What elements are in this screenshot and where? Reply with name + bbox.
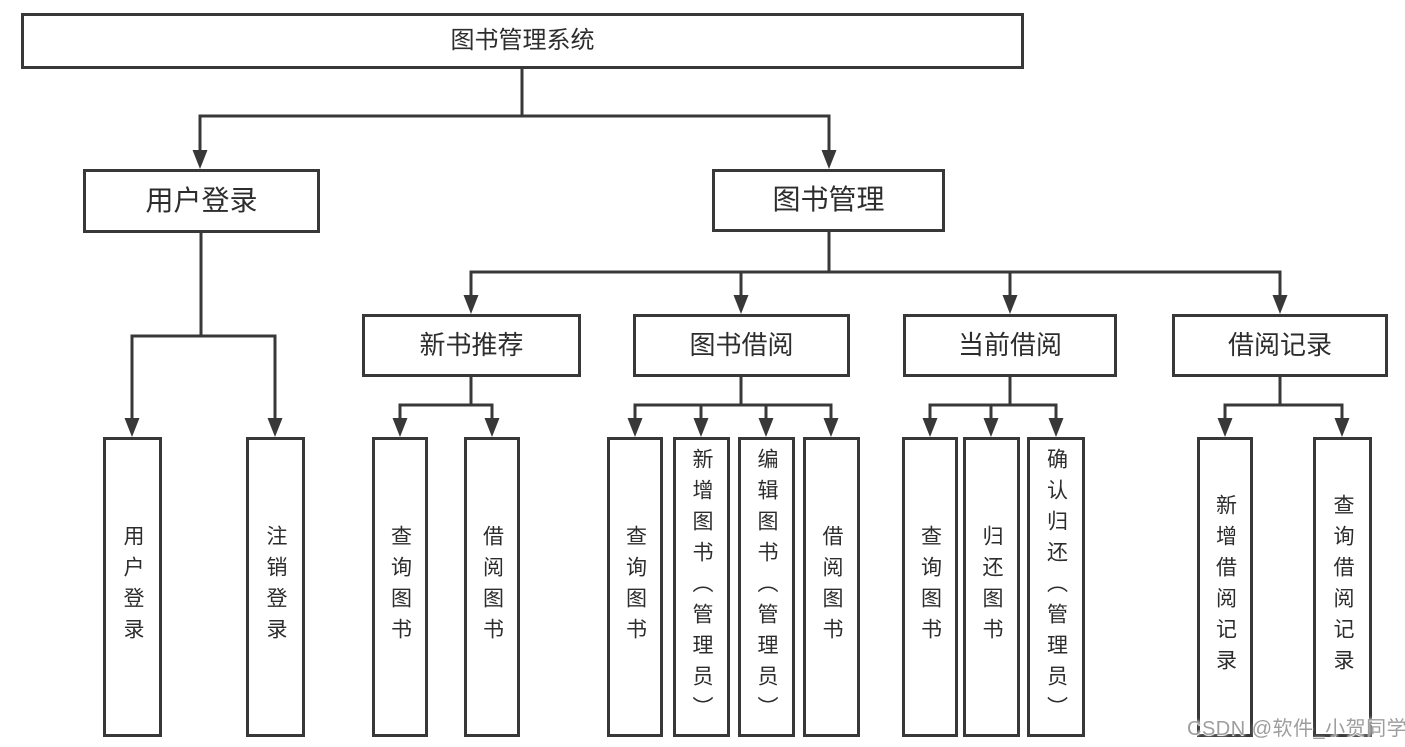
leaf-user-login-label: 用户登录	[121, 525, 144, 649]
leaf-query-books-recommend-label: 查询图书	[388, 525, 412, 649]
leaf-logout: 注销登录	[246, 437, 305, 737]
leaf-confirm-return-admin: 确认归还（管理员）	[1027, 437, 1085, 737]
leaf-query-borrow-record: 查询借阅记录	[1313, 437, 1372, 737]
leaf-borrow-books-recommend-label: 借阅图书	[480, 525, 504, 649]
leaf-add-borrow-record-label: 新增借阅记录	[1213, 494, 1237, 680]
node-borrowing-records: 借阅记录	[1172, 314, 1388, 377]
node-book-borrowing: 图书借阅	[633, 314, 850, 377]
leaf-add-book-admin-label: 新增图书（管理员）	[690, 447, 713, 727]
leaf-logout-label: 注销登录	[264, 525, 287, 649]
leaf-add-borrow-record: 新增借阅记录	[1197, 437, 1253, 737]
node-user-login-group: 用户登录	[83, 169, 320, 233]
leaf-confirm-return-admin-label: 确认归还（管理员）	[1044, 447, 1068, 727]
csdn-watermark: CSDN @软件_小贺同学	[1187, 718, 1405, 740]
node-new-book-recommend: 新书推荐	[362, 314, 581, 377]
leaf-add-book-admin: 新增图书（管理员）	[673, 437, 730, 737]
leaf-edit-book-admin-label: 编辑图书（管理员）	[755, 447, 778, 727]
leaf-query-books-current-label: 查询图书	[918, 525, 942, 649]
leaf-borrow-books-recommend: 借阅图书	[464, 437, 520, 737]
connector-paths	[130, 69, 1344, 420]
node-current-borrowing: 当前借阅	[903, 314, 1117, 377]
leaf-query-books-current: 查询图书	[902, 437, 958, 737]
leaf-user-login: 用户登录	[103, 437, 162, 737]
leaf-edit-book-admin: 编辑图书（管理员）	[738, 437, 795, 737]
leaf-borrow-books-borrowing: 借阅图书	[803, 437, 860, 737]
node-system-root: 图书管理系统	[21, 13, 1024, 69]
leaf-query-books-borrowing-label: 查询图书	[623, 525, 647, 649]
leaf-query-books-recommend: 查询图书	[372, 437, 428, 737]
node-book-management: 图书管理	[712, 169, 945, 232]
leaf-borrow-books-borrowing-label: 借阅图书	[820, 525, 843, 649]
leaf-query-books-borrowing: 查询图书	[607, 437, 663, 737]
leaf-query-borrow-record-label: 查询借阅记录	[1331, 494, 1354, 680]
leaf-return-book-label: 归还图书	[980, 525, 1003, 649]
leaf-return-book: 归还图书	[963, 437, 1020, 737]
